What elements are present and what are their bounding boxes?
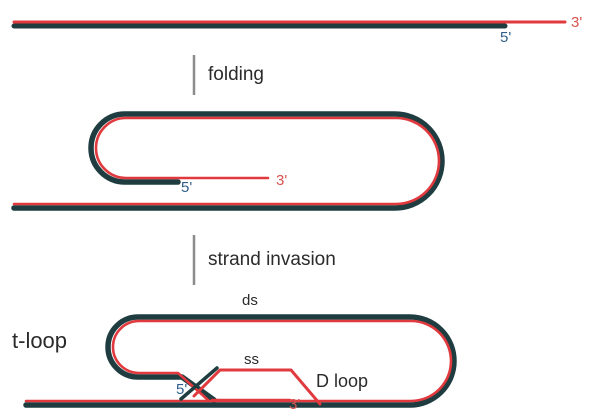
stage-folded: 5' 3' (11, 111, 445, 211)
folded-5prime-label: 5' (181, 179, 192, 196)
d-loop-strand (192, 368, 322, 406)
tloop-red-strand (24, 319, 453, 403)
folded-3prime-label: 3' (276, 172, 287, 189)
linear-3prime-label: 3' (571, 14, 582, 31)
stage-t-loop: ds ss D loop t-loop 5' 3' (12, 292, 457, 410)
tloop-5prime-label: 5' (176, 381, 187, 398)
tloop-dark-strand (23, 314, 457, 408)
folded-dark-strand (11, 111, 445, 211)
tloop-3prime-label: 3' (289, 396, 300, 410)
ds-label: ds (242, 292, 258, 309)
ss-label: ss (244, 351, 259, 368)
t-loop-label: t-loop (12, 328, 67, 353)
strand-invasion-step-label: strand invasion (208, 249, 336, 270)
folding-step-label: folding (208, 64, 264, 85)
folded-red-strand (12, 116, 441, 206)
d-loop-label: D loop (316, 371, 368, 391)
linear-5prime-label: 5' (500, 29, 511, 46)
tloop-crossing-dark (179, 366, 219, 401)
stage-linear: 5' 3' (11, 14, 582, 46)
